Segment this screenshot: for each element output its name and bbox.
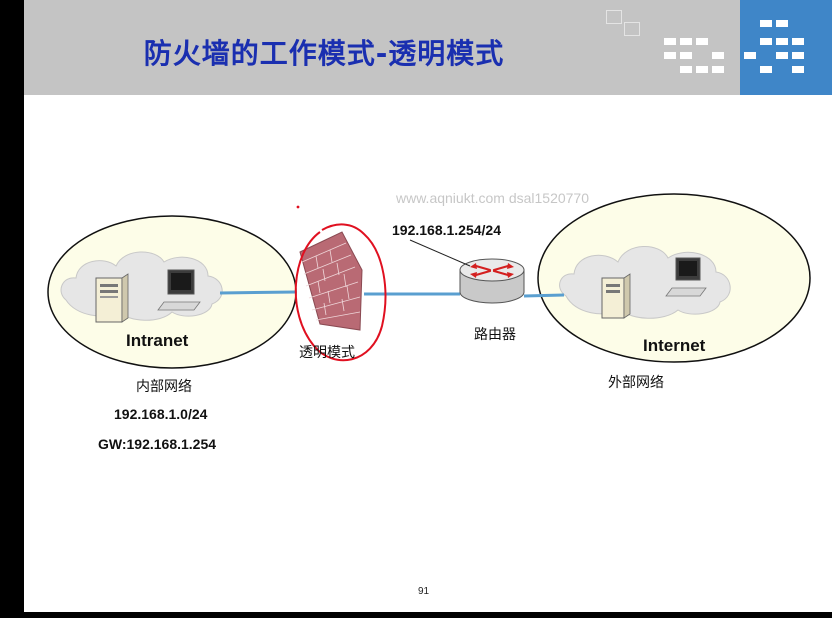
intranet-server-icon — [95, 273, 129, 323]
slide-title: 防火墙的工作模式-透明模式 — [143, 37, 505, 70]
firewall-icon — [299, 231, 363, 331]
router-ip-pointer — [409, 239, 471, 267]
internet-server-icon — [601, 273, 631, 319]
internet-monitor-icon — [665, 257, 707, 297]
annotation-circle — [294, 223, 387, 362]
firewall-mode-label: 透明模式 — [299, 345, 355, 361]
intranet-name-label: 内部网络 — [136, 379, 192, 395]
router-label: 路由器 — [474, 327, 516, 343]
annotation-dot — [296, 205, 300, 209]
page-number: 91 — [418, 586, 430, 597]
intranet-gateway-label: GW:192.168.1.254 — [98, 436, 217, 452]
header-accent-block — [740, 0, 832, 95]
router-ip-label: 192.168.1.254/24 — [392, 222, 501, 238]
slide: 防火墙的工作模式-透明模式 — [24, 0, 832, 612]
watermark-text: www.aqniukt.com dsal1520770 — [396, 190, 590, 206]
link-intranet-firewall — [219, 290, 297, 295]
slide-header: 防火墙的工作模式-透明模式 — [24, 0, 832, 95]
intranet-monitor-icon — [157, 269, 201, 311]
intranet-subnet-label: 192.168.1.0/24 — [114, 406, 208, 422]
internet-label: Internet — [643, 336, 706, 355]
network-diagram — [47, 193, 811, 369]
internet-name-label: 外部网络 — [608, 375, 664, 391]
router-icon — [459, 258, 525, 304]
link-router-internet — [523, 293, 565, 298]
intranet-label: Intranet — [126, 331, 189, 350]
